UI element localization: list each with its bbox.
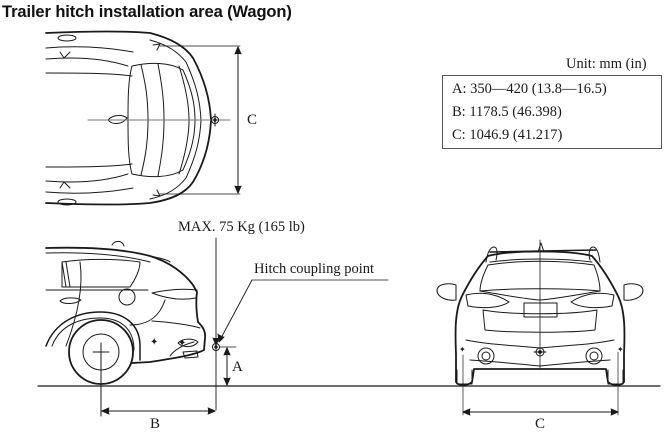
rear-view-tail-light-right (570, 292, 615, 309)
rear-view-mirror-left (436, 283, 457, 301)
spec-row-c: C: 1046.9 (41.217) (452, 127, 563, 143)
side-view: ✦ ✦ A B (37, 237, 661, 432)
top-view-c-label: C (247, 112, 257, 128)
unit-label: Unit: mm (in) (566, 56, 647, 72)
rear-view-antenna (537, 242, 545, 253)
hitch-point-label: Hitch coupling point (254, 261, 375, 277)
spec-row-a: A: 350—420 (13.8—16.5) (452, 81, 607, 97)
max-load-label: MAX. 75 Kg (165 lb) (178, 219, 305, 235)
rear-view-c-label: C (535, 416, 545, 432)
rear-view-roof-rail-right (588, 246, 601, 263)
side-view-body-outline (45, 246, 207, 364)
top-view-mirror-icon (57, 34, 77, 42)
hitch-point-leader (219, 279, 253, 341)
svg-text:✦: ✦ (178, 338, 186, 349)
side-view-tail-light (151, 288, 198, 300)
top-view: C (45, 30, 257, 206)
rear-view-body-outline (454, 250, 626, 386)
rear-view-tail-light-left (465, 292, 510, 309)
rear-view-license-plate (523, 302, 558, 318)
rear-view-mirror-right (623, 283, 644, 301)
svg-text:✦: ✦ (459, 345, 466, 354)
side-view-b-label: B (150, 416, 160, 432)
rear-view: ✦ ✦ C (436, 239, 644, 432)
side-view-roof-spoiler (111, 240, 125, 247)
side-view-wheel-arch (45, 311, 141, 361)
side-view-a-label: A (232, 359, 243, 375)
spec-table: A: 350—420 (13.8—16.5) B: 1178.5 (46.398… (442, 75, 662, 149)
side-view-fuel-cap (118, 288, 136, 306)
svg-text:✦: ✦ (617, 345, 624, 354)
spec-row-b: B: 1178.5 (46.398) (452, 104, 562, 120)
top-view-antenna-icon (107, 115, 128, 124)
side-view-rear-window (61, 258, 141, 288)
side-view-hitch-symbol (212, 343, 220, 351)
side-view-door-handle (59, 297, 82, 304)
page-title: Trailer hitch installation area (Wagon) (2, 3, 292, 21)
svg-text:✦: ✦ (150, 337, 158, 348)
